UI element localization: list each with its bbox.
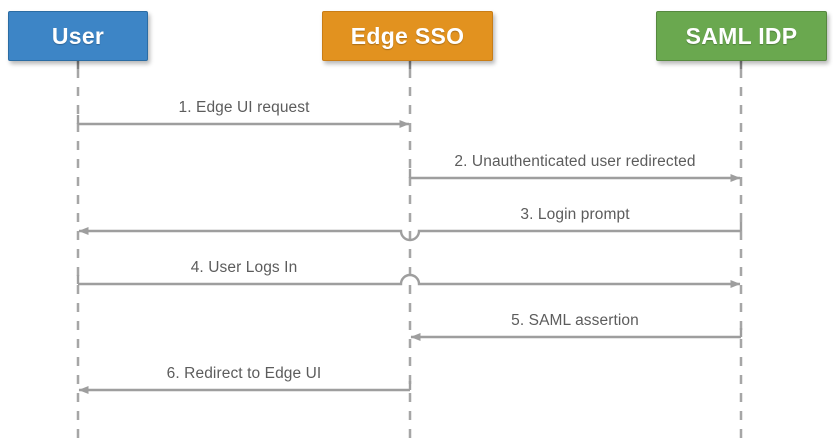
message-arrow-4 bbox=[78, 273, 741, 288]
actor-box-user[interactable]: User bbox=[8, 11, 148, 61]
message-label-2: 2. Unauthenticated user redirected bbox=[454, 153, 696, 170]
actor-label-edge-sso: Edge SSO bbox=[350, 22, 465, 49]
actor-box-saml-idp[interactable]: SAML IDP bbox=[656, 11, 827, 61]
message-label-6: 6. Redirect to Edge UI bbox=[166, 365, 322, 382]
actor-box-edge-sso[interactable]: Edge SSO bbox=[322, 11, 493, 61]
message-label-1: 1. Edge UI request bbox=[178, 99, 310, 116]
actor-label-user: User bbox=[51, 22, 105, 49]
actor-label-saml-idp: SAML IDP bbox=[685, 22, 798, 49]
message-label-3: 3. Login prompt bbox=[520, 206, 630, 223]
message-arrow-3 bbox=[78, 227, 741, 242]
message-label-4: 4. User Logs In bbox=[190, 259, 298, 276]
message-label-5: 5. SAML assertion bbox=[511, 312, 639, 329]
message-arrows-group bbox=[76, 115, 743, 394]
